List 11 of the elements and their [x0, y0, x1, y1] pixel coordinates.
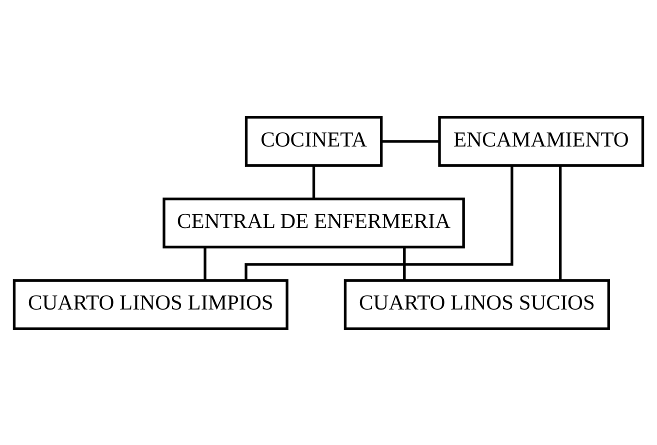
- connector: [381, 140, 440, 142]
- connector: [558, 165, 562, 280]
- connector: [204, 246, 206, 280]
- node-box: CUARTO LINOS LIMPIOS: [12, 278, 288, 330]
- connector: [244, 165, 514, 280]
- connector: [312, 165, 316, 198]
- node-box: ENCAMAMIENTO: [438, 116, 644, 166]
- node-box: COCINETA: [244, 116, 383, 166]
- node-box: CENTRAL DE ENFERMERIA: [162, 197, 465, 248]
- connector: [403, 246, 406, 280]
- node-box: CUARTO LINOS SUCIOS: [344, 278, 610, 330]
